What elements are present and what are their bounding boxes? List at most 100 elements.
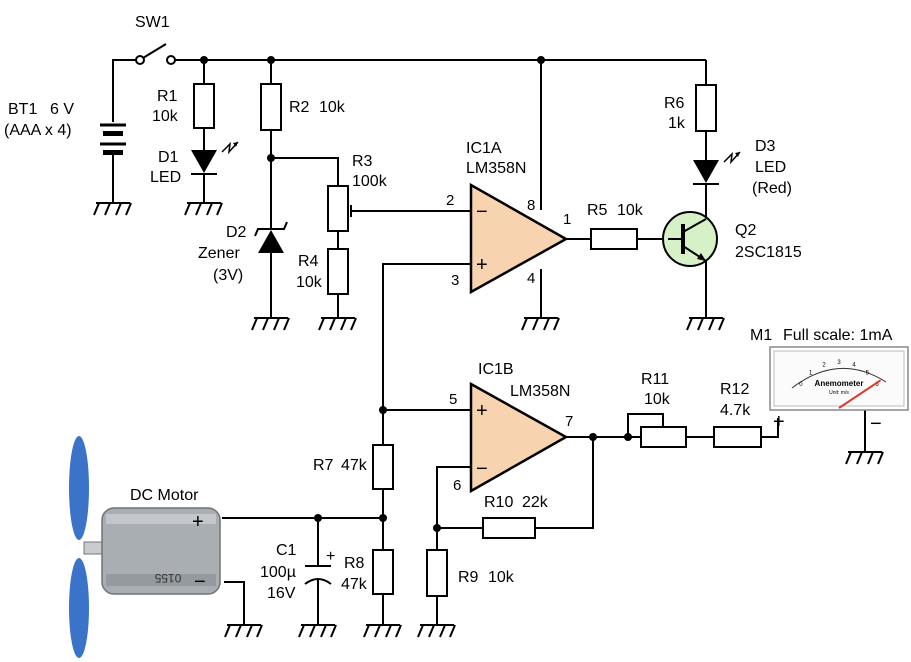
d1-value: LED (150, 169, 181, 186)
d2-detail: (3V) (213, 267, 243, 284)
c1-voltage: 16V (267, 585, 296, 602)
meter-scale-label: 3 (837, 360, 841, 366)
potentiometer-r3: R3 100k (327, 153, 388, 232)
resistor-r12: R12 4.7k (713, 381, 762, 448)
r5-value: 10k (617, 202, 644, 219)
r12-value: 4.7k (720, 402, 751, 419)
r7-value: 47k (341, 457, 368, 474)
c1-name: C1 (276, 542, 297, 559)
r2-name: R2 (289, 99, 310, 116)
meter-name: M1 (750, 327, 772, 344)
resistor-r9: R9 10k (426, 549, 515, 597)
meter-face-unit: Unit: m/s (829, 390, 849, 396)
d3-name: D3 (755, 138, 776, 155)
d3-value: LED (755, 159, 786, 176)
ic1a-part: LM358N (466, 160, 526, 177)
fan-blade-bottom (69, 558, 89, 658)
r3-name: R3 (352, 153, 373, 170)
d1-name: D1 (158, 149, 179, 166)
battery-value: 6 V (50, 101, 74, 118)
battery-bt1: BT1 6 V (AAA x 4) (4, 101, 126, 203)
zener-d2: D2 Zener (3V) (198, 221, 288, 284)
ic1a-pin-gnd: 4 (527, 270, 535, 287)
motor-plus: + (192, 511, 204, 533)
motor-body-text: 0155 (154, 571, 181, 585)
c1-value: 100µ (260, 564, 296, 581)
meter-scale-label: 5 (866, 370, 870, 376)
r11-value: 10k (644, 391, 671, 408)
meter-scale-label: 1 (809, 370, 813, 376)
ic1b-name: IC1B (478, 361, 514, 378)
meter-plus: + (773, 411, 785, 433)
ic1b-minus-sign: − (476, 458, 488, 480)
r6-value: 1k (668, 115, 686, 132)
r12-name: R12 (720, 381, 749, 398)
led-d3: D3 LED (Red) (693, 138, 792, 197)
ic1a-pin-out: 1 (563, 211, 571, 228)
q2-value: 2SC1815 (735, 244, 802, 261)
r3-value: 100k (352, 173, 388, 190)
ic1a-pin-vcc: 8 (527, 197, 535, 214)
ic1a-name: IC1A (466, 140, 502, 157)
d3-detail: (Red) (752, 180, 792, 197)
ic1a-minus-sign: − (476, 201, 488, 223)
meter-scale-label: 2 (822, 363, 826, 369)
resistor-r1: R1 10k (152, 83, 215, 129)
potentiometer-r11: R11 10k (640, 371, 687, 448)
r6-name: R6 (664, 95, 685, 112)
resistor-r8: R8 47k (341, 549, 394, 595)
led-d1: D1 LED (150, 141, 239, 186)
ic1a-pin-inv: 2 (446, 192, 454, 209)
r4-name: R4 (298, 253, 319, 270)
meter-scale: 01 2 3 4 56 (799, 360, 879, 388)
switch-name: SW1 (135, 14, 170, 31)
resistor-r10: R10 22k (482, 494, 549, 539)
fan-blade-top (69, 436, 89, 540)
r10-name: R10 (484, 494, 513, 511)
motor-name: DC Motor (130, 487, 199, 504)
ic1b-pin-inv: 6 (453, 477, 461, 494)
meter-scale-label: 4 (852, 363, 856, 369)
r7-name: R7 (313, 457, 334, 474)
ic1b-pin-noninv: 5 (449, 391, 457, 408)
dc-motor: DC Motor 0155 + − (69, 436, 221, 658)
meter-spec: Full scale: 1mA (783, 327, 893, 344)
meter-m1: M1 Full scale: 1mA 01 2 3 4 56 Anemometer Un… (750, 327, 909, 435)
d2-name: D2 (226, 224, 247, 241)
r4-value: 10k (296, 274, 323, 291)
d2-value: Zener (198, 245, 240, 262)
r8-value: 47k (341, 576, 368, 593)
ic1b-part: LM358N (510, 383, 570, 400)
r1-name: R1 (157, 88, 178, 105)
resistor-r7: R7 47k (313, 444, 394, 490)
meter-scale-label: 6 (875, 382, 879, 388)
battery-name: BT1 (8, 101, 37, 118)
meter-scale-label: 0 (799, 382, 803, 388)
ic1b-pin-out: 7 (565, 413, 573, 430)
meter-needle (838, 379, 882, 409)
ic1a-pin-noninv: 3 (451, 272, 459, 289)
ic1b-plus-sign: + (476, 400, 488, 422)
r2-value: 10k (319, 99, 346, 116)
resistor-r6: R6 1k (664, 84, 717, 132)
r5-name: R5 (587, 202, 608, 219)
resistor-r4: R4 10k (296, 248, 349, 295)
c1-plus: + (326, 548, 335, 565)
r11-name: R11 (641, 371, 669, 388)
meter-face-title: Anemometer (815, 379, 864, 388)
r9-value: 10k (488, 569, 515, 586)
q2-name: Q2 (735, 222, 756, 239)
r8-name: R8 (344, 555, 365, 572)
r1-value: 10k (152, 108, 179, 125)
resistor-r2: R2 10k (260, 83, 346, 131)
transistor-q2: Q2 2SC1815 (662, 211, 802, 267)
resistor-r5: R5 10k (587, 202, 644, 250)
opamp-ic1a: − + IC1A LM358N 2 3 8 4 1 (446, 140, 571, 295)
capacitor-c1: + C1 100µ 16V (260, 542, 335, 602)
ic1a-plus-sign: + (476, 254, 488, 276)
r9-name: R9 (458, 569, 479, 586)
meter-minus: − (870, 413, 882, 435)
motor-minus: − (194, 571, 206, 593)
switch-sw1: SW1 (135, 14, 176, 65)
